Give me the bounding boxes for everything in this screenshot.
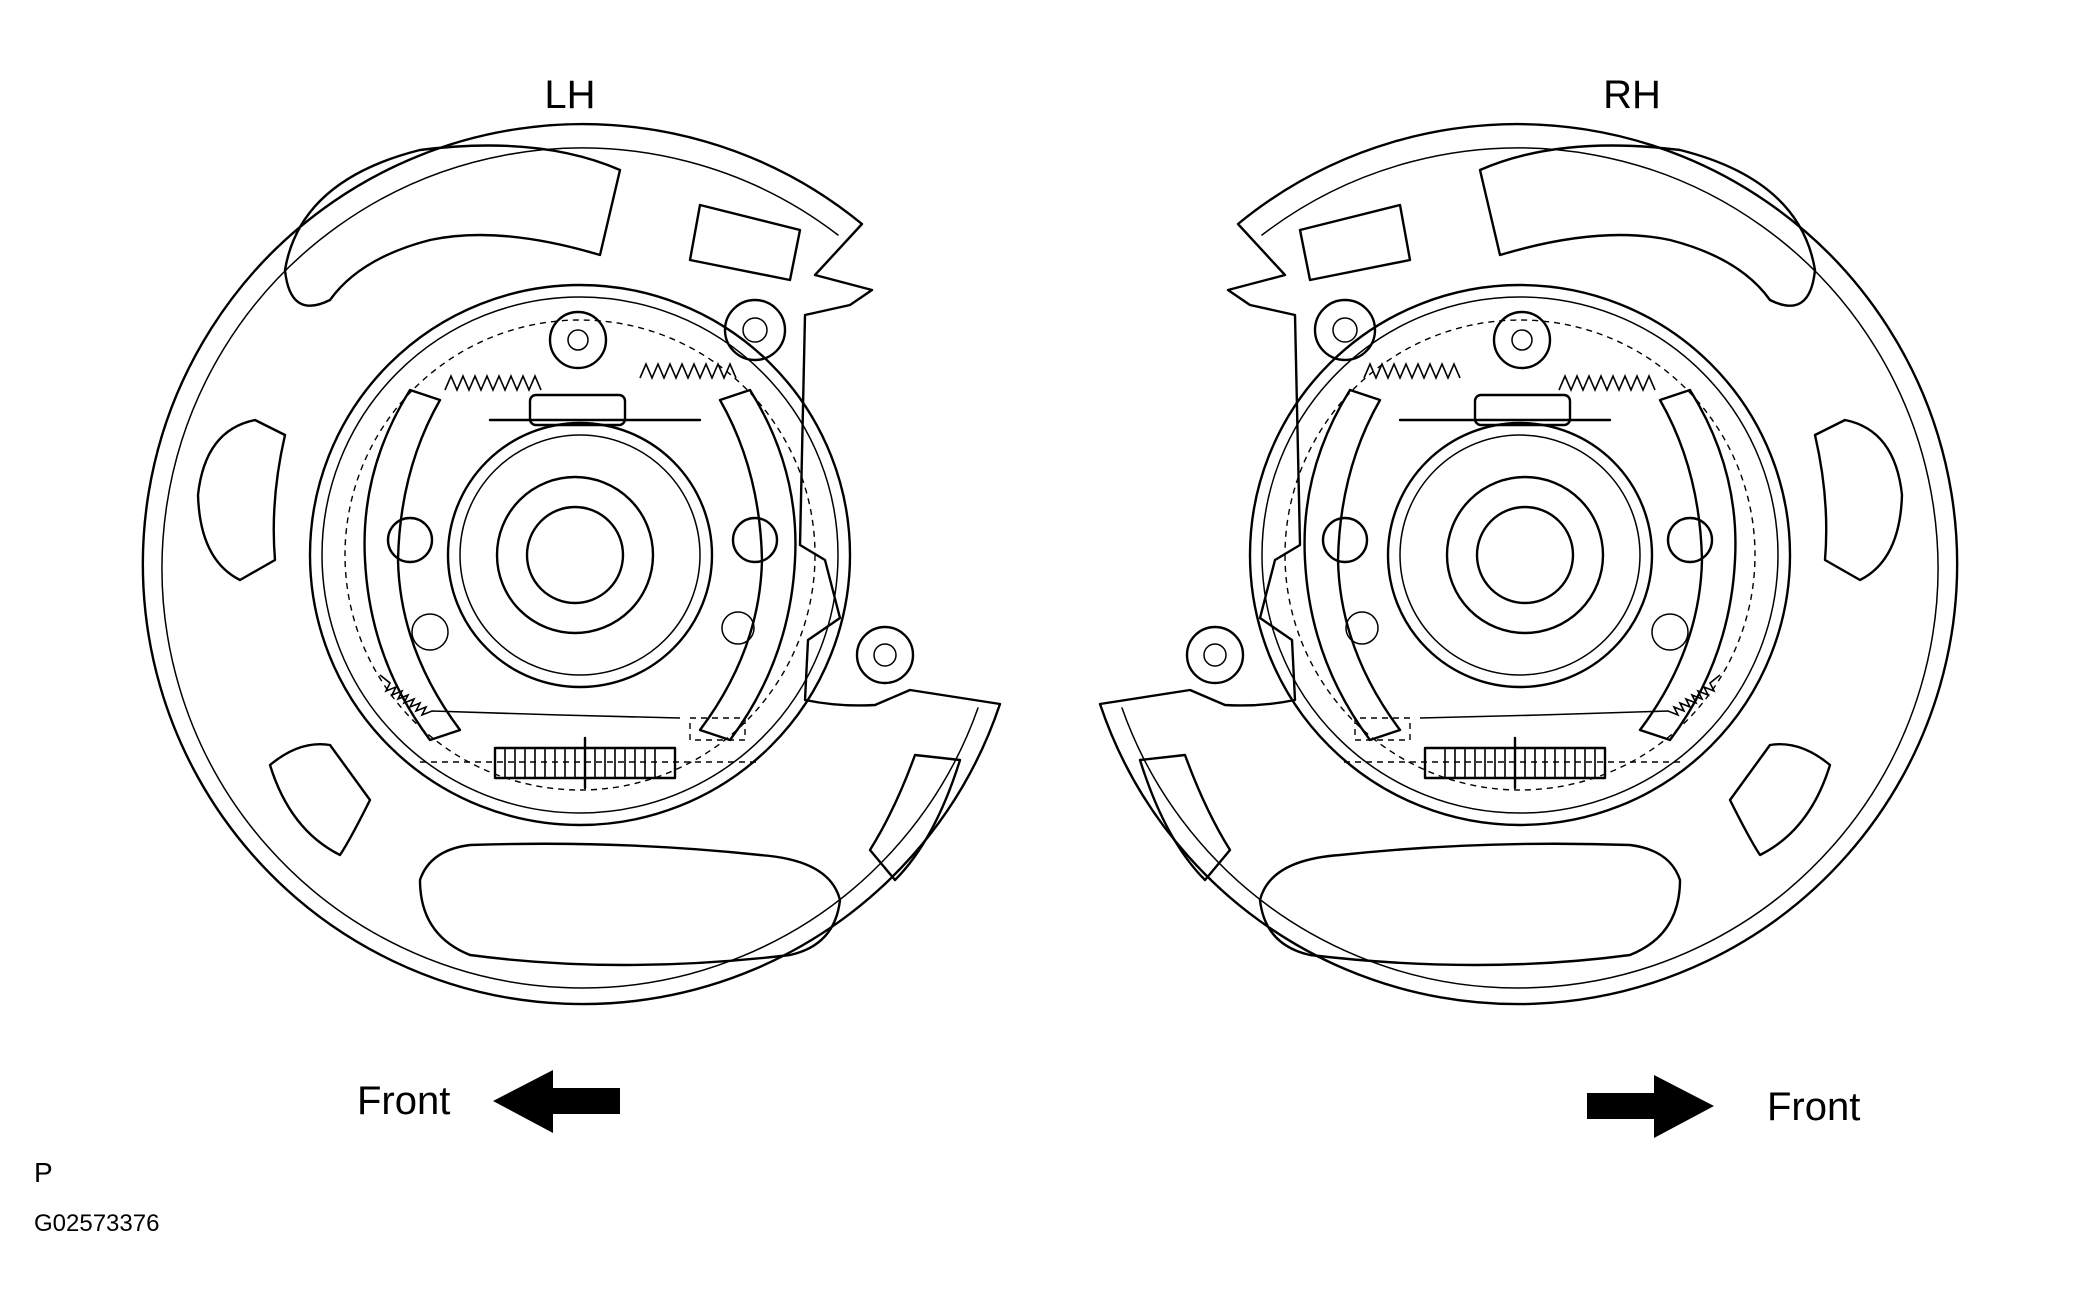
rh-cover-slot-bottom-left	[1728, 743, 1832, 857]
lh-hold-down-right	[731, 516, 779, 564]
rh-backing-plate-rim	[1261, 296, 1779, 814]
rh-hub-bore	[1475, 505, 1575, 605]
lh-brake-shoe-right	[698, 388, 797, 742]
rh-anchor-pin	[1492, 310, 1552, 370]
rh-cover-slot-right	[1138, 753, 1232, 882]
rh-anchor-block	[1473, 393, 1572, 427]
lh-anchor-block	[528, 393, 627, 427]
lh-mount-hole-top	[742, 317, 768, 343]
lh-drum-outline	[344, 319, 816, 791]
lh-front-label: Front	[357, 1079, 450, 1123]
rh-label: RH	[1603, 73, 1661, 117]
rh-return-spring-right	[1363, 361, 1461, 381]
lh-hold-down-left	[386, 516, 434, 564]
rh-cover-slot-top	[1478, 144, 1817, 307]
lh-hub-ring	[459, 434, 701, 676]
rh-cover-slot-bottom	[1258, 842, 1682, 967]
lh-cable-hole-right	[721, 611, 755, 645]
rh-lower-spring	[1419, 674, 1721, 719]
lh-anchor-pin-center	[567, 329, 589, 351]
rh-front-label: Front	[1767, 1085, 1860, 1129]
rh-dust-cover	[1098, 122, 1959, 1006]
lh-brake-assembly	[141, 122, 1002, 1006]
lh-lower-spring	[379, 674, 681, 719]
lh-backing-plate-rim	[321, 296, 839, 814]
rh-cable-hole	[1651, 613, 1689, 651]
lh-label: LH	[544, 73, 595, 117]
lh-cover-slot-right	[868, 753, 962, 882]
lh-cover-slot-upper	[688, 203, 802, 282]
rh-cable-end	[1354, 717, 1411, 741]
rh-cover-slot-left	[1813, 418, 1904, 582]
arrow-right-icon	[1587, 1075, 1714, 1138]
rh-return-spring-left	[1558, 373, 1656, 393]
rh-dust-cover-rim	[1121, 147, 1939, 989]
lh-dust-cover	[141, 122, 1002, 1006]
rh-cover-slot-upper	[1298, 203, 1412, 282]
lh-cable-hole	[411, 613, 449, 651]
lh-adjuster-spring	[504, 748, 656, 778]
rh-hub-ring	[1399, 434, 1641, 676]
rh-mount-hole-top	[1332, 317, 1358, 343]
rh-cable-hole-right	[1345, 611, 1379, 645]
code-letter: P	[34, 1157, 53, 1188]
lh-hub-outer	[446, 421, 714, 689]
lh-anchor-pin	[548, 310, 608, 370]
rh-hold-down-right	[1321, 516, 1369, 564]
lh-return-spring-left	[444, 373, 542, 393]
lh-cover-slot-top	[283, 144, 622, 307]
lh-mount-boss-bottom	[855, 625, 915, 685]
lh-mount-hole-bottom	[873, 643, 897, 667]
lh-cover-slot-bottom-left	[268, 743, 372, 857]
rh-brake-assembly	[1098, 122, 1959, 1006]
rh-mount-hole-bottom	[1203, 643, 1227, 667]
lh-cover-slot-bottom	[418, 842, 842, 967]
reference-number: G02573376	[34, 1210, 159, 1237]
rh-anchor-pin-center	[1511, 329, 1533, 351]
rh-drum-outline	[1284, 319, 1756, 791]
lh-mount-boss-top	[723, 298, 787, 362]
lh-hub-bore	[525, 505, 625, 605]
rh-hold-down-left	[1666, 516, 1714, 564]
rh-brake-shoe-right	[1303, 388, 1402, 742]
arrow-left-icon	[493, 1070, 620, 1133]
lh-hub-flange	[495, 475, 655, 635]
lh-cover-slot-left	[196, 418, 287, 582]
rh-adjuster-spring	[1444, 748, 1596, 778]
lh-cable-end	[689, 717, 746, 741]
rh-backing-plate	[1248, 283, 1792, 827]
rh-brake-shoe-left	[1638, 388, 1737, 742]
rh-hub-outer	[1386, 421, 1654, 689]
rh-mount-boss-bottom	[1185, 625, 1245, 685]
rh-mount-boss-top	[1313, 298, 1377, 362]
lh-return-spring-right	[639, 361, 737, 381]
lh-dust-cover-rim	[161, 147, 979, 989]
lh-backing-plate	[308, 283, 852, 827]
lh-brake-shoe-left	[363, 388, 462, 742]
rh-hub-flange	[1445, 475, 1605, 635]
